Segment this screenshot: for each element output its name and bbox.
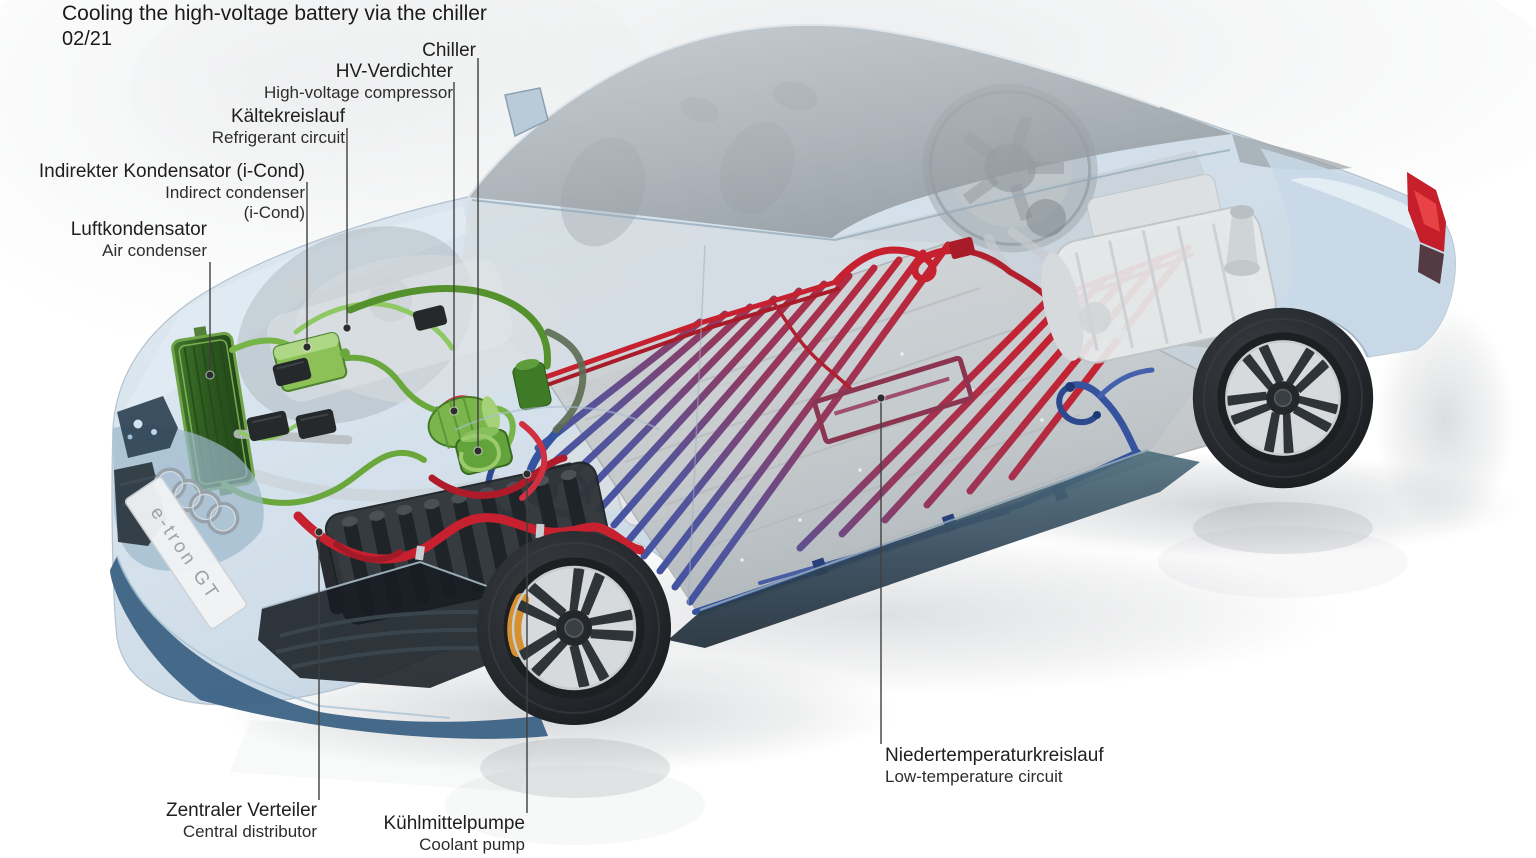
label-low-temp-circuit: Niedertemperaturkreislauf Low-temperatur… xyxy=(885,745,1104,787)
rear-motor xyxy=(1041,173,1305,364)
distributor-red-hoses xyxy=(293,395,645,564)
headlight xyxy=(117,396,178,458)
leader-dot-hv-compressor xyxy=(449,406,459,416)
connector-blocks xyxy=(246,305,448,442)
diagram-title: Cooling the high-voltage battery via the… xyxy=(62,1,487,52)
title-heading: Cooling the high-voltage battery via the… xyxy=(62,2,487,25)
leader-dot-central-distributor xyxy=(314,527,324,537)
side-sill xyxy=(454,149,1231,648)
label-refrigerant-circuit: Kältekreislauf Refrigerant circuit xyxy=(211,106,345,148)
mid-floor-plate xyxy=(812,355,974,445)
coolant-filler-ghost xyxy=(1224,205,1260,276)
label-chiller: Chiller xyxy=(422,40,476,61)
refrigerant-valve xyxy=(512,358,552,411)
label-coolant-pump: Kühlmittelpumpe Coolant pump xyxy=(383,813,525,855)
greenhouse-glass xyxy=(467,23,1352,238)
rear-wheel xyxy=(1192,307,1374,489)
front-splitter xyxy=(110,556,548,739)
leader-dot-refrigerant-circuit xyxy=(342,323,352,333)
leader-dot-chiller xyxy=(473,446,483,456)
front-wheel xyxy=(477,531,671,725)
leader-dot-low-temp-circuit xyxy=(876,393,886,403)
leader-dot-coolant-pump xyxy=(522,469,532,479)
side-mirror xyxy=(504,87,549,138)
label-hv-compressor: HV-Verdichter High-voltage compressor xyxy=(264,61,453,103)
label-central-distributor: Zentraler Verteiler Central distributor xyxy=(165,800,317,842)
front-fascia: e-tron GT xyxy=(110,396,548,739)
title-date-code: 02/21 xyxy=(62,28,113,51)
label-air-condenser: Luftkondensator Air condenser xyxy=(70,219,207,261)
leader-lines xyxy=(205,58,886,813)
leader-dot-air-condenser xyxy=(205,370,215,380)
rear-bodywork xyxy=(1205,148,1456,374)
label-indirect-condenser: Indirekter Kondensator (i-Cond) Indirect… xyxy=(38,161,305,223)
refrigerant-pipes xyxy=(221,285,587,506)
front-grille xyxy=(258,562,534,688)
leader-dot-indirect-condenser xyxy=(302,342,312,352)
